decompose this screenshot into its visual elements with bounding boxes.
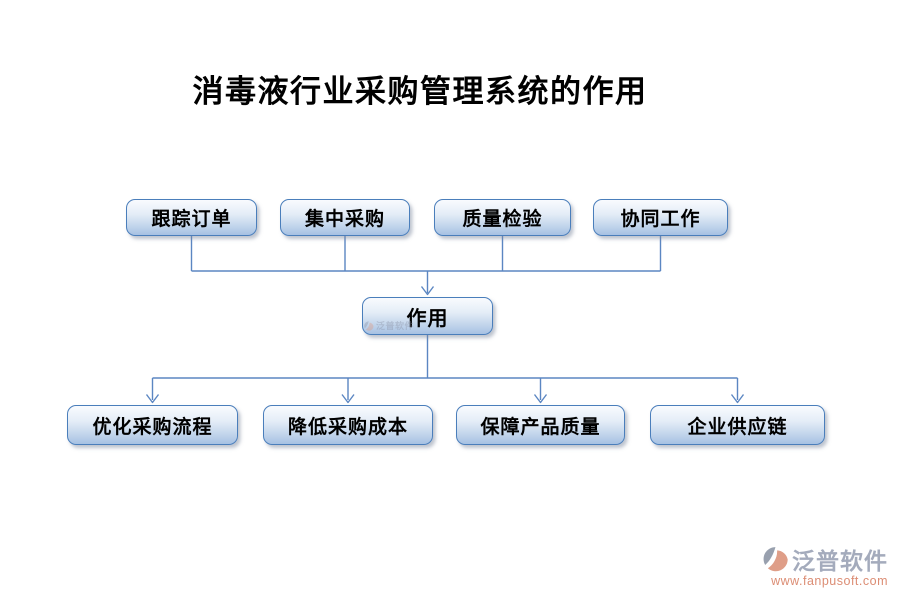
bottom-box-ensure-quality: 保障产品质量 xyxy=(456,405,625,445)
watermark-text: 泛普软件 xyxy=(376,321,415,331)
top-box-quality-inspection: 质量检验 xyxy=(434,199,571,236)
page-title: 消毒液行业采购管理系统的作用 xyxy=(192,74,648,109)
fanpu-logo-name: 泛普软件 xyxy=(792,548,888,574)
fanpu-logo-url: www.fanpusoft.com xyxy=(771,574,888,588)
center-box-role: 作用 xyxy=(362,297,493,335)
fanpu-logo-icon xyxy=(763,547,788,572)
fanpu-watermark-icon xyxy=(364,320,374,331)
top-box-track-orders: 跟踪订单 xyxy=(126,199,257,236)
bottom-box-optimize-process: 优化采购流程 xyxy=(67,405,238,445)
top-box-collaboration: 协同工作 xyxy=(593,199,728,236)
fanpu-logo: 泛普软件 www.fanpusoft.com xyxy=(763,542,888,588)
center-watermark: 泛普软件 xyxy=(364,319,414,332)
top-box-centralized-procurement: 集中采购 xyxy=(280,199,410,236)
bottom-box-supply-chain: 企业供应链 xyxy=(650,405,825,445)
bottom-box-reduce-cost: 降低采购成本 xyxy=(263,405,433,445)
